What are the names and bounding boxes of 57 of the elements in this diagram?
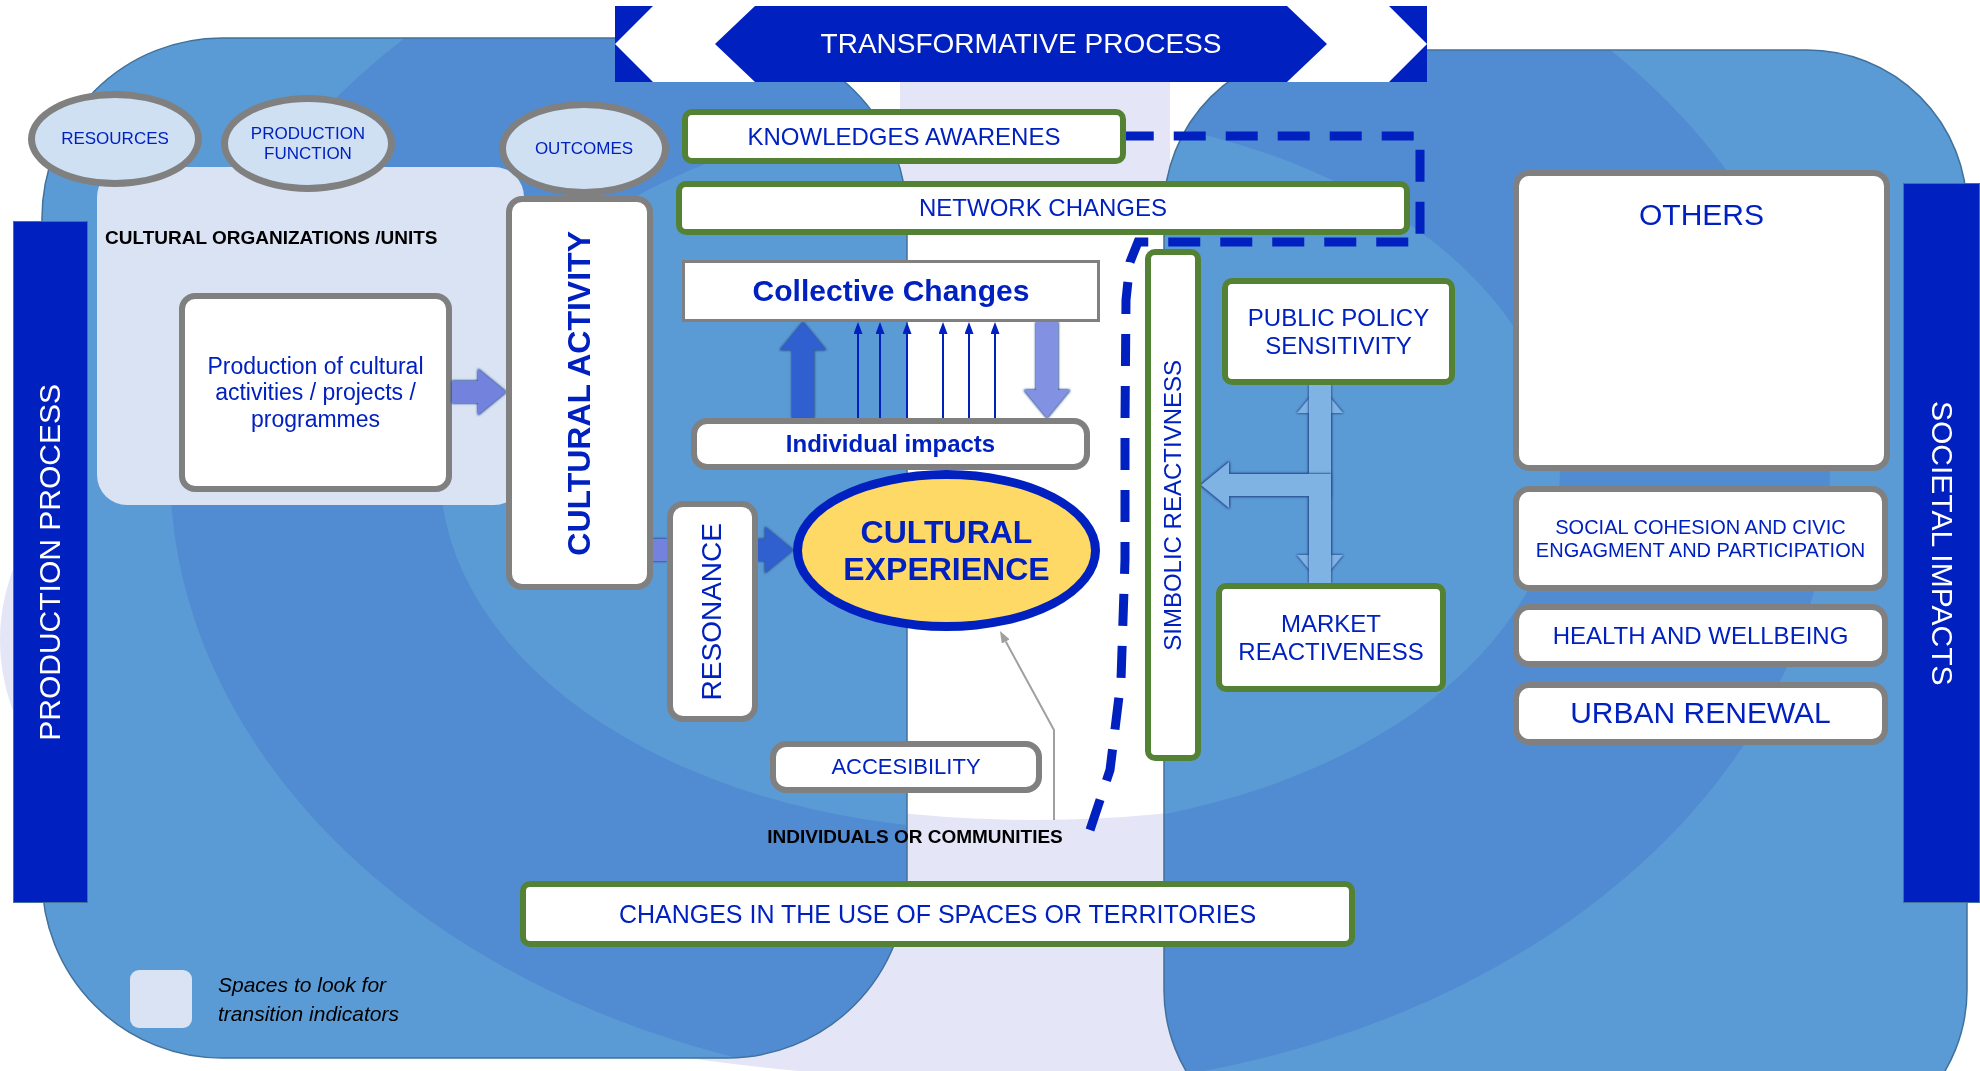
outcome-box bbox=[682, 109, 1126, 164]
node-text: CULTURAL ACTIVITY bbox=[561, 230, 598, 556]
node-text: URBAN RENEWAL bbox=[1570, 696, 1831, 731]
process-box bbox=[667, 501, 758, 722]
process-box bbox=[506, 196, 653, 590]
block-arrow bbox=[1201, 462, 1331, 583]
node-text: MARKET REACTIVENESS bbox=[1237, 609, 1425, 666]
block-arrow bbox=[758, 527, 793, 573]
node-text: SIMBOLIC REACTIVNESS bbox=[1159, 359, 1187, 651]
process-box bbox=[682, 260, 1100, 322]
node-text: PUBLIC POLICY SENSITIVITY bbox=[1246, 303, 1431, 360]
node-text: Individual impacts bbox=[785, 430, 996, 458]
process-box bbox=[1513, 682, 1888, 745]
process-box bbox=[1513, 486, 1888, 591]
block-arrow bbox=[780, 322, 826, 418]
node-text: HEALTH AND WELLBEING bbox=[1552, 621, 1849, 650]
node-text: Collective Changes bbox=[752, 273, 1030, 309]
dashed-connector bbox=[1085, 131, 1425, 832]
process-box bbox=[691, 418, 1090, 470]
arrow bbox=[990, 322, 1000, 419]
node-text: RESOURCES bbox=[61, 129, 169, 149]
node-text: CHANGES IN THE USE OF SPACES OR TERRITORIES bbox=[618, 899, 1257, 929]
block-arrow bbox=[452, 369, 506, 415]
organization-panel bbox=[97, 167, 524, 505]
outcome-box bbox=[1216, 583, 1446, 692]
node-text: SOCIETAL IMPACTS bbox=[1924, 400, 1959, 686]
arrow bbox=[853, 322, 863, 419]
node-text: OUTCOMES bbox=[534, 138, 634, 159]
node-text: NETWORK CHANGES bbox=[919, 194, 1167, 222]
node-text: PRODUCTION FUNCTION bbox=[249, 123, 367, 164]
outcome-box bbox=[520, 881, 1355, 947]
node-text: TRANSFORMATIVE PROCESS bbox=[820, 27, 1222, 61]
node-text: OTHERS bbox=[1639, 198, 1764, 233]
process-box bbox=[1513, 604, 1888, 667]
node-text: SOCIAL COHESION AND CIVIC ENGAGMENT AND PARTICIPATION bbox=[1534, 515, 1867, 562]
arrow bbox=[1000, 631, 1055, 821]
outcome-box bbox=[1222, 278, 1455, 385]
process-bar bbox=[1903, 183, 1980, 903]
arrow bbox=[902, 322, 912, 419]
process-box bbox=[770, 741, 1042, 793]
arrow bbox=[938, 322, 948, 419]
process-box bbox=[179, 293, 452, 492]
node-text: RESONANCE bbox=[696, 522, 729, 701]
node-text: KNOWLEDGES AWARENES bbox=[747, 122, 1061, 151]
arrow bbox=[964, 322, 974, 419]
arrow bbox=[875, 322, 885, 419]
outcome-box bbox=[1145, 249, 1201, 761]
node-text: Production of cultural activities / projects / programmes bbox=[206, 352, 425, 433]
impact-box bbox=[1513, 170, 1890, 471]
node-text: PRODUCTION PROCESS bbox=[33, 383, 68, 741]
node-text: ACCESIBILITY bbox=[831, 754, 981, 780]
process-bar bbox=[13, 221, 88, 903]
node-label: INDIVIDUALS OR COMMUNITIES bbox=[740, 820, 1090, 854]
legend-text: Spaces to look for transition indicators bbox=[218, 972, 400, 1028]
node-text: CULTURAL EXPERIENCE bbox=[842, 513, 1051, 588]
panel-heading: CULTURAL ORGANIZATIONS /UNITS bbox=[105, 227, 438, 249]
outcome-box bbox=[676, 181, 1410, 235]
